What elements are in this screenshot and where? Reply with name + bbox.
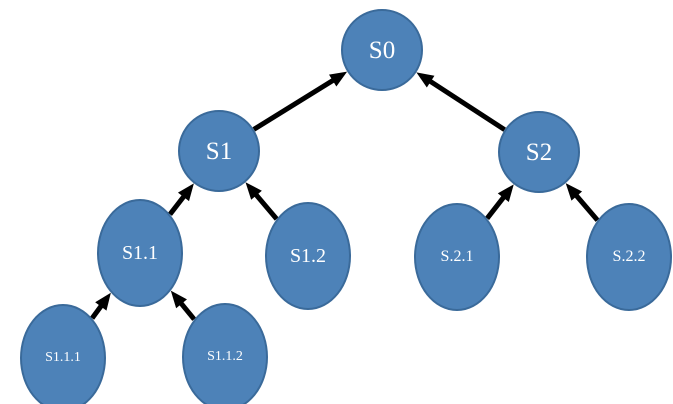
arrowhead-icon [245, 182, 262, 200]
node-label: S1.1.2 [207, 349, 243, 364]
node-s1[interactable]: S1 [178, 110, 260, 192]
edge-line [90, 302, 105, 320]
edge-s1_1_2-to-s1_1 [170, 290, 197, 321]
edge-s1_2-to-s1 [245, 182, 279, 221]
edge-line [485, 193, 508, 220]
edge-line [168, 192, 188, 216]
node-label: S1.1.1 [45, 350, 81, 365]
node-label: S0 [368, 36, 396, 64]
edge-line [572, 192, 600, 222]
edge-s1_1-to-s1 [168, 183, 194, 216]
edge-line [426, 77, 506, 132]
arrowhead-icon [95, 292, 111, 311]
arrowhead-icon [416, 72, 435, 88]
node-s1_1_2[interactable]: S1.1.2 [182, 303, 268, 404]
arrowhead-icon [329, 71, 348, 87]
edge-line [252, 76, 337, 132]
node-label: S.2.1 [440, 248, 474, 265]
node-label: S.2.2 [612, 248, 646, 265]
node-label: S1.1 [121, 242, 159, 264]
node-s_2_1[interactable]: S.2.1 [414, 203, 500, 311]
arrowhead-icon [565, 183, 583, 201]
edge-s_2_1-to-s2 [485, 184, 514, 220]
arrowhead-icon [177, 183, 194, 202]
node-label: S1.2 [289, 245, 327, 267]
node-s_2_2[interactable]: S.2.2 [586, 203, 672, 311]
arrowhead-icon [170, 290, 187, 309]
edge-s_2_2-to-s2 [565, 183, 600, 222]
edge-s1-to-s0 [252, 71, 348, 132]
node-s2[interactable]: S2 [498, 111, 580, 193]
node-s0[interactable]: S0 [341, 9, 423, 91]
edge-s2-to-s0 [416, 72, 506, 132]
arrowhead-icon [497, 184, 514, 203]
node-s1_1[interactable]: S1.1 [97, 199, 183, 307]
edge-s1_1_1-to-s1_1 [90, 292, 111, 320]
node-s1_1_1[interactable]: S1.1.1 [20, 304, 106, 404]
node-label: S1 [205, 137, 233, 165]
edge-line [252, 191, 279, 221]
node-label: S2 [525, 138, 553, 166]
edge-line [177, 299, 197, 321]
node-s1_2[interactable]: S1.2 [265, 202, 351, 310]
